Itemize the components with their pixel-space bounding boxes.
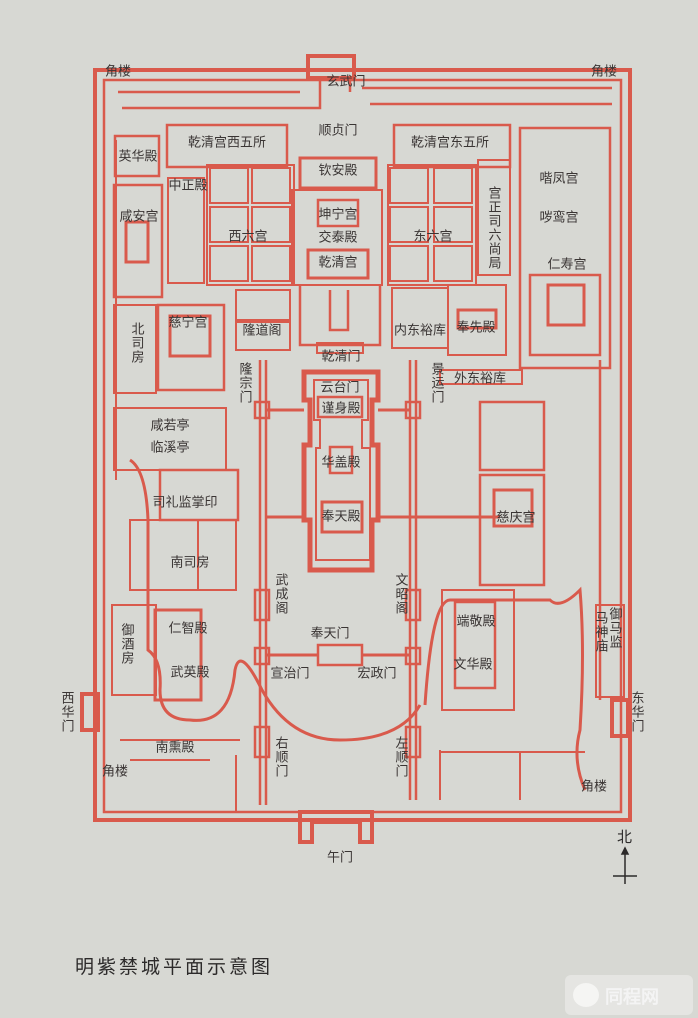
label-xiliugong: 西六宫 bbox=[228, 229, 268, 245]
label-huagaidian: 华盖殿 bbox=[321, 455, 361, 471]
label-qianqingmen: 乾清门 bbox=[321, 349, 361, 365]
label-youshunmen: 右顺门 bbox=[272, 736, 288, 778]
label-jiaolou-ne: 角楼 bbox=[590, 64, 618, 80]
watermark-logo-icon bbox=[573, 983, 599, 1007]
label-longzongmen: 隆宗门 bbox=[236, 362, 252, 404]
xuanwumen-gate bbox=[306, 54, 356, 80]
donghuamen-gate bbox=[610, 698, 630, 738]
label-qinandian: 钦安殿 bbox=[318, 163, 358, 179]
label-siliejian: 司礼监掌印 bbox=[152, 495, 218, 511]
label-jiaolou-sw: 角楼 bbox=[101, 764, 129, 780]
label-renshougong: 仁寿宫 bbox=[547, 257, 587, 273]
label-jinshendian: 谨身殿 bbox=[321, 401, 361, 417]
xihuamen-gate bbox=[80, 692, 100, 732]
label-kunninggong: 坤宁宫 bbox=[318, 207, 358, 223]
label-hongzhengmen: 宏政门 bbox=[357, 666, 397, 682]
label-mashenmiao: 马神庙 bbox=[592, 611, 608, 653]
label-yujiufang: 御酒房 bbox=[118, 623, 134, 665]
label-xuanwumen: 玄武门 bbox=[326, 74, 366, 90]
label-donghuamen: 东华门 bbox=[628, 691, 644, 733]
label-linxiting: 临溪亭 bbox=[150, 440, 190, 456]
label-xiangong: 咸安宫 bbox=[119, 209, 159, 225]
north-arrow-icon bbox=[613, 846, 637, 884]
north-indicator: 北 bbox=[613, 826, 637, 884]
label-duanjingdian: 端敬殿 bbox=[456, 614, 496, 630]
label-jingyunmen: 景运门 bbox=[428, 362, 444, 404]
label-wenzhaoge: 文昭阁 bbox=[392, 573, 408, 615]
outer-court-terrace bbox=[301, 369, 381, 573]
label-jiaotaidian: 交泰殿 bbox=[318, 230, 358, 246]
label-beisifang: 北司房 bbox=[128, 322, 144, 364]
label-jiefenggong: 喈凤宫 bbox=[539, 171, 579, 187]
label-renzhidian: 仁智殿 bbox=[168, 621, 208, 637]
label-fengtiandian: 奉天殿 bbox=[321, 509, 361, 525]
label-longdaoge: 隆道阁 bbox=[242, 323, 282, 339]
label-huiluangong: 哕鸾宫 bbox=[539, 210, 579, 226]
label-nanxundian: 南熏殿 bbox=[155, 740, 195, 756]
label-fengxiandian: 奉先殿 bbox=[456, 320, 496, 336]
label-xianruoting: 咸若亭 bbox=[150, 418, 190, 434]
label-xiwusuo: 乾清宫西五所 bbox=[187, 135, 267, 151]
label-dongliugong: 东六宫 bbox=[413, 229, 453, 245]
label-wenhuadian: 文华殿 bbox=[453, 657, 493, 673]
label-xuanzhimen: 宣治门 bbox=[270, 666, 310, 682]
label-cininggong: 慈宁宫 bbox=[168, 315, 208, 331]
label-xihuamen: 西华门 bbox=[58, 691, 74, 733]
watermark-text: 同程网 bbox=[605, 987, 659, 1008]
map-caption: 明紫禁城平面示意图 bbox=[75, 956, 274, 978]
label-wuchengge: 武成阁 bbox=[272, 573, 288, 615]
label-jiaolou-se: 角楼 bbox=[580, 779, 608, 795]
label-qianqinggong: 乾清宫 bbox=[318, 255, 358, 271]
label-nansifang: 南司房 bbox=[170, 555, 210, 571]
label-neidongyuku: 内东裕库 bbox=[393, 323, 447, 339]
watermark: 同程网 bbox=[565, 975, 693, 1015]
label-fengtianmen: 奉天门 bbox=[310, 626, 350, 642]
label-wumen: 午门 bbox=[326, 850, 354, 866]
label-yinghuadian: 英华殿 bbox=[118, 149, 158, 165]
outer-wall bbox=[93, 68, 632, 822]
label-jiaolou-nw: 角楼 bbox=[104, 64, 132, 80]
label-shunzhenmen: 顺贞门 bbox=[318, 123, 358, 139]
wumen-gate bbox=[298, 810, 374, 844]
label-gongzhengsi: 宫正司六尚局 bbox=[485, 186, 501, 270]
label-wuyingdian: 武英殿 bbox=[170, 665, 210, 681]
label-waidongyuku: 外东裕库 bbox=[453, 371, 507, 387]
label-yuntaimen: 云台门 bbox=[320, 380, 360, 396]
label-yumajian: 御马监 bbox=[606, 607, 622, 649]
label-zhongzhengdian: 中正殿 bbox=[168, 178, 208, 194]
label-ciqinggong: 慈庆宫 bbox=[496, 510, 536, 526]
label-zuoshunmen: 左顺门 bbox=[392, 736, 408, 778]
north-label: 北 bbox=[617, 828, 633, 846]
label-dongwusuo: 乾清宫东五所 bbox=[410, 135, 490, 151]
